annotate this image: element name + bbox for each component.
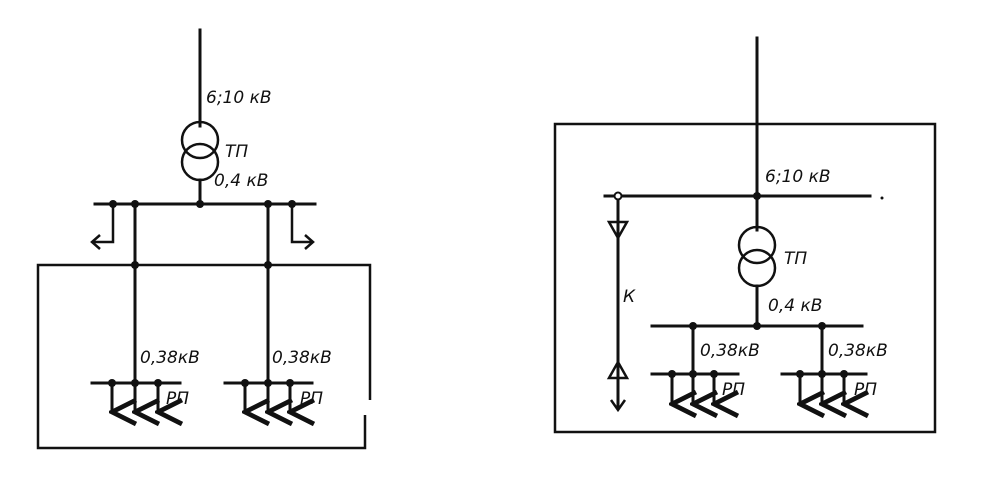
right-rp2-label: РП	[854, 380, 877, 400]
right-area-boundary	[553, 122, 937, 434]
left-area-boundary	[36, 263, 372, 450]
left-rp1-label: РП	[166, 389, 189, 409]
left-hv-label: 6;10 кВ	[206, 88, 272, 108]
right-cable-label: К	[623, 287, 636, 307]
left-feeder1-label: 0,38кВ	[140, 348, 200, 368]
right-feeder1-label: 0,38кВ	[700, 341, 760, 361]
right-transformer-symbol	[737, 225, 777, 288]
left-feeder2-label: 0,38кВ	[272, 348, 332, 368]
left-lv-label: 0,4 кВ	[214, 171, 268, 191]
right-feeder2-label: 0,38кВ	[828, 341, 888, 361]
right-cable-end-bottom	[606, 359, 630, 380]
left-transformer-symbol	[180, 120, 220, 182]
left-tp-label: ТП	[225, 142, 248, 162]
left-outgoing-hook-left	[92, 204, 115, 244]
right-lv-label: 0,4 кВ	[768, 296, 822, 316]
left-rp2-label: РП	[300, 389, 323, 409]
right-scheme: 6;10 кВ ТП 0,4 кВ К 0,38кВ 0,38кВ РП РП	[553, 36, 937, 434]
left-scheme: 6;10 кВ ТП 0,4 кВ 0,38кВ 0,38кВ РП РП	[36, 28, 372, 450]
left-outgoing-hook-right	[290, 204, 313, 244]
right-tp-label: ТП	[784, 249, 807, 269]
right-hv-label: 6;10 кВ	[765, 167, 831, 187]
right-cable-end-top	[606, 220, 630, 241]
right-rp1-label: РП	[722, 380, 745, 400]
